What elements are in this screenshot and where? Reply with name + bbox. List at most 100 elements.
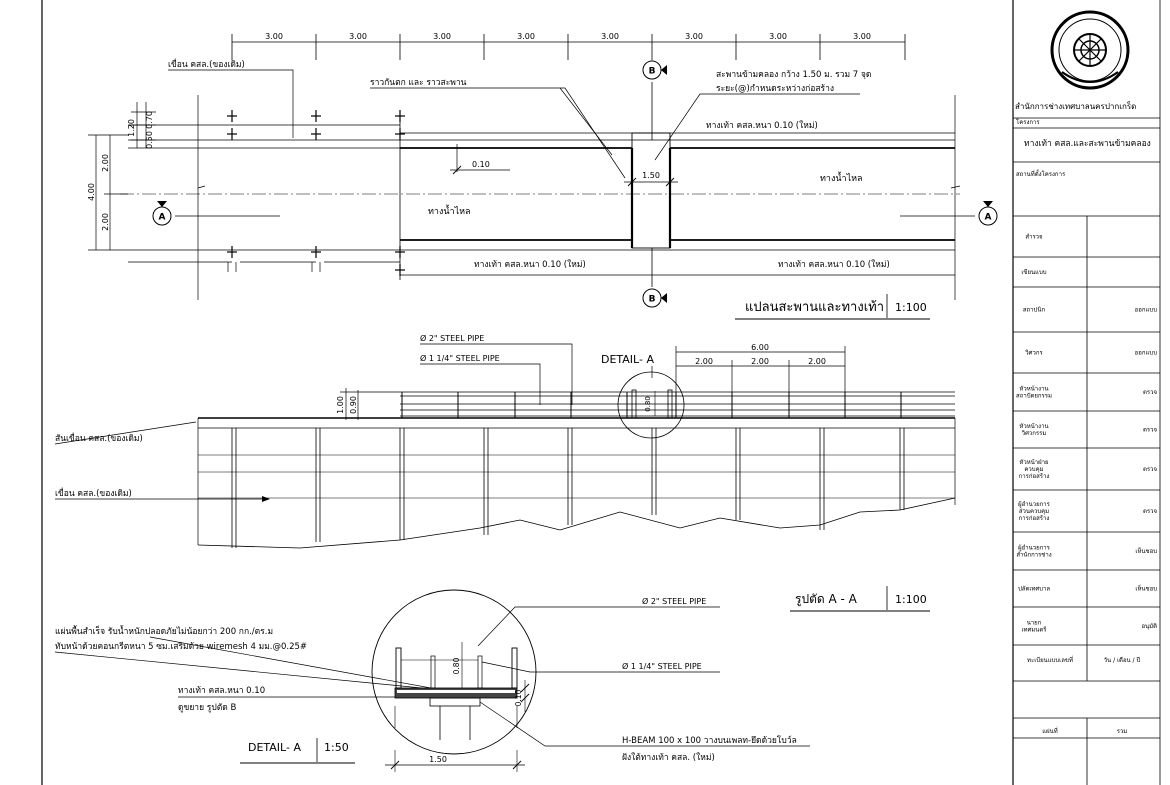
tb-row-label-8: ส่วนควบคุม [1019, 508, 1049, 515]
plan-dim-top-8: 3.00 [853, 32, 871, 41]
detail-hbeam-2: ฝังใต้ทางเท้า คสล. (ใหม่) [622, 752, 715, 763]
detail-a-callout-circle [617, 371, 685, 439]
section-dim-2-00-b: 2.00 [751, 357, 769, 366]
section-marker-b-bottom-label: B [649, 295, 656, 305]
detail-scale: 1:50 [324, 741, 349, 754]
section-dim-0-90: 0.90 [349, 396, 358, 414]
tb-row-label-1: สำรวจ [1025, 234, 1042, 241]
tb-date-label: วัน / เดือน / ปี [1104, 656, 1141, 664]
detail-hbeam-1: H-BEAM 100 x 100 วางบนเพลท-ยึดด้วยโบว์ล [622, 735, 797, 746]
plan-waterway-right: ทางน้ำไหล [820, 171, 863, 184]
plan-dim-2-00-upper: 2.00 [101, 154, 110, 172]
plan-dim-2-00-lower: 2.00 [101, 213, 110, 231]
tb-row-label-7: การก่อสร้าง [1019, 473, 1050, 480]
tb-row-label-5: สถาปัตยกรรม [1016, 393, 1052, 400]
tb-project-label: โครงการ [1016, 118, 1040, 126]
plan-waterway-left: ทางน้ำไหล [428, 204, 471, 217]
plan-bridge-note-1: สะพานข้ามคลอง กว้าง 1.50 ม. รวม 7 จุด [716, 69, 871, 80]
plan-dim-0-50: 0.50 [145, 131, 154, 149]
plan-dim-top-1: 3.00 [265, 32, 283, 41]
tb-row-label-4: วิศวกร [1025, 350, 1044, 357]
tb-row-label-8: การก่อสร้าง [1019, 515, 1050, 522]
tb-total-label: รวม [1117, 728, 1128, 735]
section-pipe-2: Ø 2" STEEL PIPE [420, 333, 484, 343]
tb-row-role-10: เห็นชอบ [1135, 584, 1157, 593]
tb-row-label-8: ผู้อำนวยการ [1018, 501, 1050, 508]
plan-walkway-bottom-right: ทางเท้า คสล.หนา 0.10 (ใหม่) [778, 259, 890, 270]
section-marker-b-top-label: B [649, 67, 656, 77]
detail-note-1: แผ่นพื้นสำเร็จ รับน้ำหนักปลอดภัยไม่น้อยก… [55, 625, 273, 637]
tb-row-label-3: สถาปนิก [1023, 307, 1046, 314]
plan-dim-1-20: 1.20 [127, 119, 136, 137]
plan-bridge-note-2: ระยะ(@)กำหนดระหว่างก่อสร้าง [716, 83, 834, 94]
detail-see-section-b: ดูขยาย รูปตัด B [178, 703, 236, 713]
title-block: สำนักการช่างเทศบาลนครปากเกร็ด โครงการ ทา… [1013, 0, 1161, 785]
section-dim-6-00: 6.00 [751, 343, 769, 352]
plan-walkway-top: ทางเท้า คสล.หนา 0.10 (ใหม่) [706, 120, 818, 131]
section-label-dam-crest: สันเขื่อน คสล.(ของเดิม) [55, 432, 143, 444]
detail-pipe-114: Ø 1 1/4" STEEL PIPE [622, 661, 702, 671]
detail-dim-0-10: 0.10 [514, 689, 523, 706]
detail-dim-0-80: 0.80 [452, 657, 461, 674]
plan-dim-top-4: 3.00 [517, 32, 535, 41]
detail-dim-1-50: 1.50 [429, 755, 447, 764]
detail-title: DETAIL- A [248, 741, 301, 754]
plan-dim-0-10: 0.10 [472, 160, 490, 169]
section-label-old-dam: เขื่อน คสล.(ของเดิม) [55, 487, 132, 499]
tb-project-name: ทางเท้า คสล.และสะพานข้ามคลอง [1024, 138, 1151, 149]
tb-row-role-5: ตรวจ [1143, 389, 1157, 396]
tb-row-label-9: สำนักการช่าง [1016, 552, 1051, 559]
plan-dim-top-3: 3.00 [433, 32, 451, 41]
section-marker-a-right-label: A [985, 213, 992, 223]
plan-dim-0-70: 0.70 [145, 111, 154, 129]
tb-row-label-2: เขียนแบบ [1021, 268, 1046, 276]
tb-office: สำนักการช่างเทศบาลนครปากเกร็ด [1015, 101, 1136, 111]
municipal-seal-icon [1050, 10, 1130, 90]
detail-view: แผ่นพื้นสำเร็จ รับน้ำหนักปลอดภัยไม่น้อยก… [54, 589, 810, 772]
section-dim-2-00-c: 2.00 [808, 357, 826, 366]
tb-row-role-7: ตรวจ [1143, 466, 1157, 473]
section-pipe-114: Ø 1 1/4" STEEL PIPE [420, 353, 500, 363]
plan-label-railing: ราวกันตก และ ราวสะพาน [370, 78, 467, 88]
plan-label-old-dam: เขื่อน คสล.(ของเดิม) [168, 58, 245, 70]
tb-sheet-label: แผ่นที่ [1042, 727, 1057, 735]
section-dim-2-00-a: 2.00 [695, 357, 713, 366]
tb-row-label-5: หัวหน้างาน [1019, 386, 1048, 393]
tb-row-label-7: หัวหน้าฝ่าย [1019, 459, 1048, 466]
section-view: Ø 2" STEEL PIPE Ø 1 1/4" STEEL PIPE DETA… [54, 333, 956, 612]
tb-row-label-11: เทศมนตรี [1022, 626, 1048, 634]
tb-reg-label: ทะเบียนแบบเลขที่ [1027, 656, 1073, 664]
detail-pipe-2: Ø 2" STEEL PIPE [642, 596, 706, 606]
tb-row-role-6: ตรวจ [1143, 427, 1157, 434]
tb-row-role-3: ออกแบบ [1135, 307, 1158, 314]
tb-row-label-7: ควบคุม [1024, 466, 1043, 473]
plan-scale: 1:100 [895, 301, 927, 314]
plan-walkway-bottom-left: ทางเท้า คสล.หนา 0.10 (ใหม่) [474, 259, 586, 270]
plan-title: แปลนสะพานและทางเท้า [745, 300, 884, 315]
tb-row-role-11: อนุมัติ [1141, 623, 1157, 630]
section-marker-a-left-label: A [159, 213, 166, 223]
tb-location-label: สถานที่ตั้งโครงการ [1016, 168, 1066, 178]
plan-dim-top-6: 3.00 [685, 32, 703, 41]
plan-view: 3.00 3.00 3.00 3.00 3.00 3.00 3.00 3.00 … [87, 32, 998, 320]
detail-walkway-label: ทางเท้า คสล.หนา 0.10 [178, 685, 265, 696]
tb-row-label-9: ผู้อำนวยการ [1018, 545, 1050, 552]
plan-dim-1-50: 1.50 [642, 171, 660, 180]
plan-dim-top-7: 3.00 [769, 32, 787, 41]
section-dim-0-80: 0.80 [644, 396, 652, 412]
plan-dim-4-00: 4.00 [87, 183, 96, 201]
tb-row-label-6: หัวหน้างาน [1019, 423, 1048, 430]
tb-row-role-9: เห็นชอบ [1135, 546, 1157, 555]
section-dim-1-00: 1.00 [336, 396, 345, 414]
plan-dim-top-2: 3.00 [349, 32, 367, 41]
tb-row-label-6: วิศวกรรม [1021, 430, 1046, 437]
plan-dim-top-5: 3.00 [601, 32, 619, 41]
detail-note-2: ทับหน้าด้วยคอนกรีตหนา 5 ซม.เสริมด้วย wir… [55, 641, 307, 652]
tb-row-label-10: ปลัดเทศบาล [1018, 586, 1050, 593]
section-title: รูปตัด A - A [795, 592, 858, 607]
section-scale: 1:100 [895, 593, 927, 606]
tb-row-label-11: นายก [1027, 620, 1042, 627]
tb-row-role-4: ออกแบบ [1135, 350, 1158, 357]
section-detail-label: DETAIL- A [601, 353, 654, 366]
